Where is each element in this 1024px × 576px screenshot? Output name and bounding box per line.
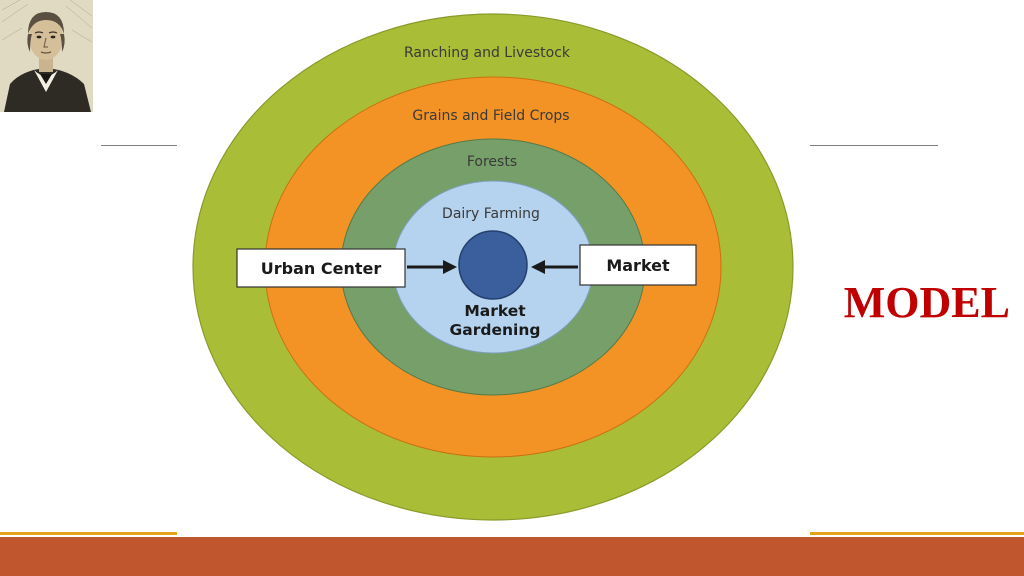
ring-label-ranching: Ranching and Livestock (404, 45, 571, 61)
urban-center-label: Urban Center (261, 259, 382, 278)
ring-label-forests: Forests (467, 154, 517, 170)
right-rule (810, 145, 938, 146)
ring-label-dairy: Dairy Farming (442, 206, 540, 222)
slide-title: MODEL (843, 278, 1010, 327)
right-arrow-icon (531, 260, 578, 274)
center-circle (458, 230, 528, 300)
footer-bar (0, 537, 1024, 576)
left-arrow-icon (407, 260, 457, 274)
center-label-line1: Market (464, 302, 526, 320)
ring-label-grains: Grains and Field Crops (412, 108, 569, 124)
footer-line-gap (177, 532, 810, 535)
market-box (579, 244, 697, 286)
market-label: Market (606, 256, 670, 275)
center-label-line2: Gardening (450, 321, 541, 339)
urban-center-box (236, 248, 406, 288)
portrait-icon (0, 0, 93, 112)
concentric-diagram: Ranching and Livestock Grains and Field … (177, 0, 810, 534)
left-rule (101, 145, 177, 146)
